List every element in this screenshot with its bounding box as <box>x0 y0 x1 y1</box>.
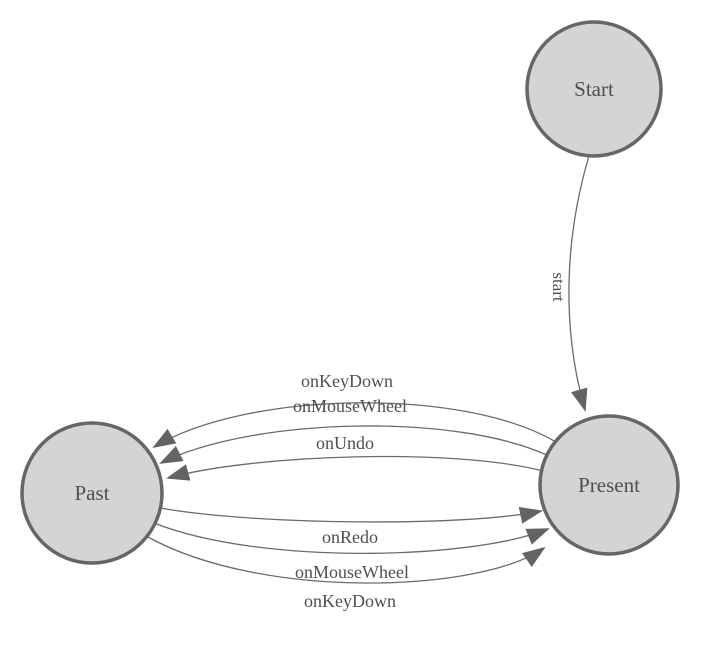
node-start[interactable]: Start <box>525 20 663 158</box>
node-present-label: Present <box>578 473 640 497</box>
node-start-circle[interactable] <box>525 20 663 158</box>
edge-present-to-past-onkeydown <box>152 402 557 449</box>
edge-present-to-past-onundo <box>166 455 544 481</box>
node-past-label: Past <box>74 481 109 505</box>
edge-label-onkeydown-bottom: onKeyDown <box>304 591 396 611</box>
edge-past-to-present-onredo <box>159 506 543 524</box>
node-start-label: Start <box>574 77 614 101</box>
edge-start-to-present <box>568 155 590 412</box>
edge-label-start: start <box>549 272 568 302</box>
edge-present-to-past-onmousewheel <box>159 425 550 464</box>
edge-label-onmousewheel-top: onMouseWheel <box>293 396 407 416</box>
node-present-circle[interactable] <box>538 414 680 556</box>
node-past[interactable]: Past <box>20 421 164 565</box>
edge-past-to-present-onkeydown <box>147 536 546 584</box>
node-present[interactable]: Present <box>538 414 680 556</box>
edge-label-onundo: onUndo <box>316 433 374 453</box>
edge-label-onkeydown-top: onKeyDown <box>301 371 393 391</box>
edge-past-to-present-onmousewheel <box>153 522 550 554</box>
node-past-circle[interactable] <box>20 421 164 565</box>
edge-label-onmousewheel-bottom: onMouseWheel <box>295 562 409 582</box>
edge-label-onredo: onRedo <box>322 527 378 547</box>
